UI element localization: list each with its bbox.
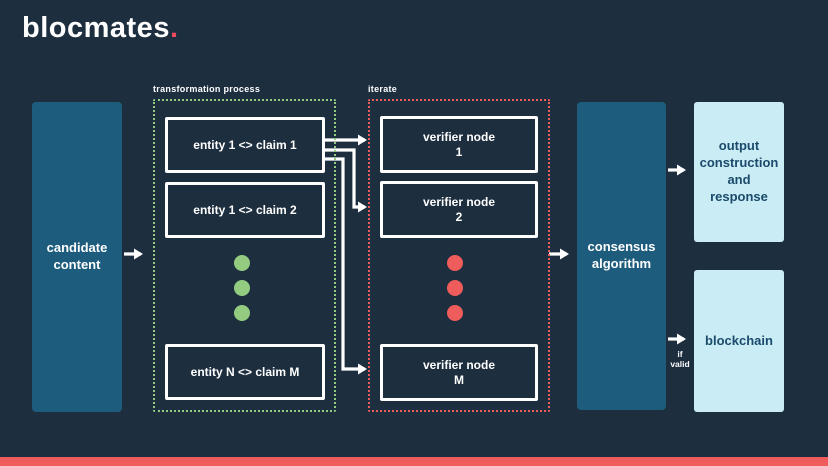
box-label-line: M [454, 372, 464, 387]
group-transformation-process [153, 99, 336, 412]
ellipsis-dot-red [447, 305, 463, 321]
node-label-line: consensus [587, 239, 656, 255]
node-consensus-algorithm: consensus algorithm [577, 102, 666, 410]
ellipsis-dot-green [234, 305, 250, 321]
box-label-line: 1 [455, 144, 463, 159]
node-blockchain: blockchain [694, 270, 784, 412]
node-label-line: response [710, 188, 768, 204]
logo-dot: . [169, 12, 179, 44]
box-verifier-node-1: verifier node 1 [380, 116, 538, 173]
ellipsis-dot-red [447, 280, 463, 296]
node-label-line: content [53, 257, 101, 272]
ellipsis-dot-green [234, 255, 250, 271]
logo: blocmates. [22, 12, 179, 45]
box-label: entity N <> claim M [190, 364, 300, 379]
node-label-line: output [718, 138, 760, 154]
node-label-line: construction [699, 155, 779, 171]
node-candidate-content: candidate content [32, 102, 122, 412]
box-verifier-node-2: verifier node 2 [380, 181, 538, 238]
box-verifier-node-M: verifier node M [380, 344, 538, 401]
box-label-line: verifier node [422, 357, 496, 372]
node-label: blockchain [705, 332, 773, 348]
node-label-line: and [727, 172, 751, 187]
box-label: entity 1 <> claim 1 [193, 137, 297, 152]
node-label-line: algorithm [591, 256, 652, 271]
box-entity1-claim1: entity 1 <> claim 1 [165, 117, 325, 173]
bottom-accent-bar [0, 457, 828, 466]
group-iterate [368, 99, 550, 412]
box-label: entity 1 <> claim 2 [193, 202, 297, 217]
box-label-line: verifier node [422, 194, 496, 209]
box-entity1-claim2: entity 1 <> claim 2 [165, 182, 325, 238]
node-output-construction-response: output construction and response [694, 102, 784, 242]
ellipsis-dot-green [234, 280, 250, 296]
logo-text: blocmates [22, 12, 170, 44]
group-title-transformation-process: transformation process [153, 84, 261, 94]
node-label-line: candidate [46, 240, 108, 256]
if-valid-caption: if valid [664, 349, 696, 369]
ellipsis-dot-red [447, 255, 463, 271]
caption-line: valid [670, 359, 690, 370]
group-title-iterate: iterate [368, 84, 398, 94]
caption-line: if [677, 349, 683, 359]
box-label-line: 2 [455, 209, 463, 224]
box-entityN-claimM: entity N <> claim M [165, 344, 325, 400]
box-label-line: verifier node [422, 129, 496, 144]
